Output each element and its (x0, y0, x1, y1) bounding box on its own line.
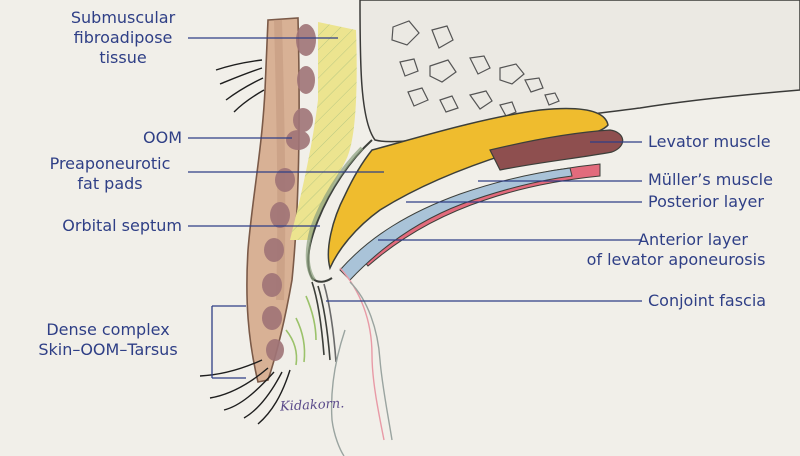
label-oom: OOM (60, 128, 182, 148)
globe-conjunctiva-outline (332, 268, 392, 456)
label-dense-line2: Skin–OOM–Tarsus (14, 340, 202, 360)
label-submuscular: Submuscular fibroadipose tissue (60, 8, 186, 68)
label-orbital-septum: Orbital septum (20, 216, 182, 236)
label-submuscular-line1: Submuscular (60, 8, 186, 28)
conjoint-fascia-region (286, 282, 336, 365)
label-preaponeurotic: Preaponeurotic fat pads (34, 154, 186, 194)
label-submuscular-line3: tissue (60, 48, 186, 68)
label-preaponeurotic-line2: fat pads (34, 174, 186, 194)
label-dense-complex: Dense complex Skin–OOM–Tarsus (14, 320, 202, 360)
label-posterior-layer: Posterior layer (648, 192, 764, 212)
label-anterior-line1: Anterior layer (566, 230, 786, 250)
label-dense-line1: Dense complex (14, 320, 202, 340)
label-preaponeurotic-line1: Preaponeurotic (34, 154, 186, 174)
label-submuscular-line2: fibroadipose (60, 28, 186, 48)
label-anterior-line2: of levator aponeurosis (566, 250, 786, 270)
label-conjoint-fascia: Conjoint fascia (648, 291, 766, 311)
label-levator-muscle: Levator muscle (648, 132, 771, 152)
label-anterior-layer: Anterior layer of levator aponeurosis (566, 230, 786, 270)
label-muller-muscle: Müller’s muscle (648, 170, 773, 190)
